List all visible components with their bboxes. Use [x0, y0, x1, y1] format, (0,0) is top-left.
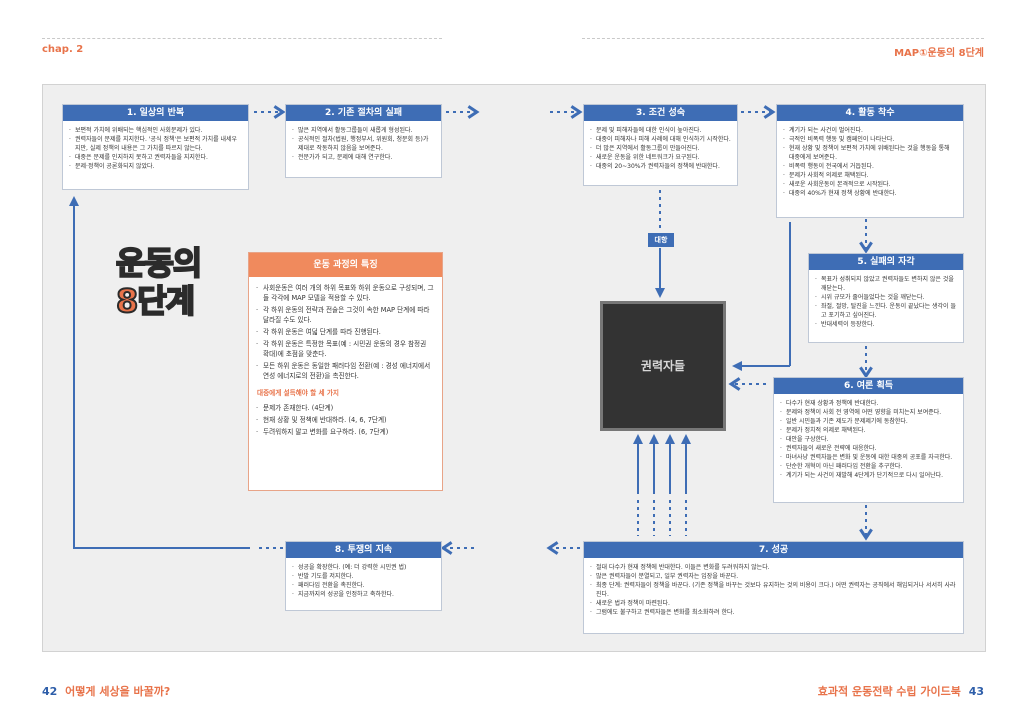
- stage-6-box: 6. 여론 획득 다수가 현재 상황과 정책에 반대한다.문제와 정책이 사회 …: [773, 377, 964, 503]
- stage-5-list: 목표가 성취되지 않았고 권력자들도 변하지 않은 것을 깨닫는다.시위 규모가…: [809, 270, 963, 333]
- features-sub-list: 문제가 존재한다. (4단계) 현재 상황 및 정책에 반대하라. (4, 6, …: [249, 397, 442, 437]
- list-item: 극적인 비폭력 행동 및 캠페인이 나타난다.: [783, 135, 957, 144]
- list-item: 그럼에도 불구하고 권력자들은 변화를 최소화하려 한다.: [590, 608, 957, 617]
- list-item: 많은 권력자들이 분열되고, 일부 권력자는 입장을 바꾼다.: [590, 572, 957, 581]
- list-item: 많은 지역에서 활동그룹들이 새롭게 형성된다.: [292, 126, 435, 135]
- list-item: 대안을 구상한다.: [780, 435, 957, 444]
- stage-5-box: 5. 실패의 자각 목표가 성취되지 않았고 권력자들도 변하지 않은 것을 깨…: [808, 253, 964, 343]
- main-title-line2: 8단계: [115, 281, 196, 321]
- stage-4-list: 계기가 되는 사건이 벌어진다.극적인 비폭력 행동 및 캠페인이 나타난다.현…: [777, 121, 963, 202]
- list-item: 성공을 확장한다. (예: 더 강력한 시민권 법): [292, 563, 435, 572]
- footer-right: 효과적 운동전략 수립 가이드북 43: [818, 683, 984, 699]
- list-item: 사회운동은 여러 개의 하위 목표와 하위 운동으로 구성되며, 그들 각각에 …: [256, 283, 434, 303]
- main-title: 운동의 8단계: [115, 243, 236, 321]
- stage-4-box: 4. 활동 착수 계기가 되는 사건이 벌어진다.극적인 비폭력 행동 및 캠페…: [776, 104, 964, 218]
- list-item: 보편적 가치에 위배되는 핵심적인 사회문제가 있다.: [69, 126, 242, 135]
- stage-2-title: 2. 기존 절차의 실패: [286, 105, 441, 121]
- stage-2-list: 많은 지역에서 활동그룹들이 새롭게 형성된다.공식적인 절차(법원, 행정부서…: [286, 121, 441, 166]
- list-item: 비폭력 행동이 전국에서 거듭된다.: [783, 162, 957, 171]
- stage-6-list: 다수가 현재 상황과 정책에 반대한다.문제와 정책이 사회 전 영역에 어떤 …: [774, 394, 963, 484]
- stage-4-title: 4. 활동 착수: [777, 105, 963, 121]
- confront-label: 대항: [648, 233, 674, 247]
- list-item: 새로운 사회운동이 본격적으로 시작된다.: [783, 180, 957, 189]
- list-item: 단순한 개혁이 아닌 패러다임 전환을 추구한다.: [780, 462, 957, 471]
- stage-8-list: 성공을 확장한다. (예: 더 강력한 시민권 법)반발 기도를 저지한다.패러…: [286, 558, 441, 603]
- chapter-label: chap. 2: [42, 44, 84, 55]
- list-item: 일반 시민들과 기존 제도가 문제제기에 동참한다.: [780, 417, 957, 426]
- list-item: 현재 상황 및 정책이 보편적 가치에 위배된다는 것을 행동을 통해 대중에게…: [783, 144, 957, 162]
- list-item: 대중이 피해자나 피해 사례에 대해 인식하기 시작한다.: [590, 135, 731, 144]
- list-item: 반발 기도를 저지한다.: [292, 572, 435, 581]
- list-item: 공식적인 절차(법원, 행정부서, 위원회, 청문회 등)가 제대로 작동하지 …: [292, 135, 435, 153]
- list-item: 문제와 정책이 사회 전 영역에 어떤 영향을 미치는지 보여준다.: [780, 408, 957, 417]
- stage-7-title: 7. 성공: [584, 542, 963, 558]
- list-item: 반대세력이 등장한다.: [815, 320, 957, 329]
- features-title: 운동 과정의 특징: [249, 253, 442, 277]
- list-item: 다수가 현재 상황과 정책에 반대한다.: [780, 399, 957, 408]
- page-number-right: 43: [968, 685, 984, 698]
- list-item: 계기가 되는 사건이 벌어진다.: [783, 126, 957, 135]
- list-item: 권력자들이 새로운 전략에 대응한다.: [780, 444, 957, 453]
- main-title-line1: 운동의: [115, 243, 203, 283]
- stage-3-box: 3. 조건 성숙 문제 및 피해자들에 대한 인식이 높아진다.대중이 피해자나…: [583, 104, 738, 186]
- section-label: MAP①운동의 8단계: [894, 48, 984, 59]
- stage-7-list: 절대 다수가 현재 정책에 반대한다. 이들은 변화를 두려워하지 않는다.많은…: [584, 558, 963, 621]
- list-item: 좌절, 절망, 탈진을 느낀다. 운동이 끝났다는 생각이 들고 포기하고 싶어…: [815, 302, 957, 320]
- stage-8-title: 8. 투쟁의 지속: [286, 542, 441, 558]
- features-subtitle: 대중에게 설득해야 할 세 가지: [257, 389, 339, 397]
- return-line: [69, 196, 250, 549]
- list-item: 문제가 정치적 의제로 채택된다.: [780, 426, 957, 435]
- book-title-left: 어떻게 세상을 바꿀까?: [65, 685, 171, 698]
- page-number-left: 42: [42, 685, 58, 698]
- list-item: 더 많은 지역에서 활동그룹이 만들어진다.: [590, 144, 731, 153]
- list-item: 대중의 40%가 현재 정책 상황에 반대한다.: [783, 189, 957, 198]
- stage-3-title: 3. 조건 성숙: [584, 105, 737, 121]
- list-item: 계기가 되는 사건이 재발해 4단계가 단기적으로 다시 일어난다.: [780, 471, 957, 480]
- list-item: 각 하위 운동의 전략과 전술은 그것이 속한 MAP 단계에 따라 달라질 수…: [256, 305, 434, 325]
- list-item: 권력자들이 문제를 지지한다. '공식 정책'은 보편적 가치를 내세우지만, …: [69, 135, 242, 153]
- list-item: 모든 하위 운동은 동일한 패러다임 전환(예 : 경성 에너지에서 연성 에너…: [256, 361, 434, 381]
- list-item: 두려워하지 말고 변화를 요구하라. (6, 7단계): [256, 427, 434, 437]
- book-title-right: 효과적 운동전략 수립 가이드북: [817, 685, 961, 698]
- list-item: 새로운 운동을 위한 네트워크가 요구된다.: [590, 153, 731, 162]
- stage-3-list: 문제 및 피해자들에 대한 인식이 높아진다.대중이 피해자나 피해 사례에 대…: [584, 121, 737, 175]
- features-box: 운동 과정의 특징 사회운동은 여러 개의 하위 목표와 하위 운동으로 구성되…: [248, 252, 443, 491]
- list-item: 문제가 사회적 의제로 채택된다.: [783, 171, 957, 180]
- list-item: 문제·정책이 공론화되지 않았다.: [69, 162, 242, 171]
- stage-1-list: 보편적 가치에 위배되는 핵심적인 사회문제가 있다.권력자들이 문제를 지지한…: [63, 121, 248, 175]
- list-item: 지금까지의 성공을 인정하고 축하한다.: [292, 590, 435, 599]
- header-rule-right: [582, 38, 984, 39]
- list-item: 현재 상황 및 정책에 반대하라. (4, 6, 7단계): [256, 415, 434, 425]
- list-item: 대중의 20~30%가 권력자들의 정책에 반대한다.: [590, 162, 731, 171]
- list-item: 문제 및 피해자들에 대한 인식이 높아진다.: [590, 126, 731, 135]
- stage-5-title: 5. 실패의 자각: [809, 254, 963, 270]
- stage-7-box: 7. 성공 절대 다수가 현재 정책에 반대한다. 이들은 변화를 두려워하지 …: [583, 541, 964, 634]
- list-item: 새로운 법과 정책이 마련된다.: [590, 599, 957, 608]
- list-item: 절대 다수가 현재 정책에 반대한다. 이들은 변화를 두려워하지 않는다.: [590, 563, 957, 572]
- list-item: 시위 규모가 줄어들었다는 것을 깨닫는다.: [815, 293, 957, 302]
- stage-1-title: 1. 일상의 반복: [63, 105, 248, 121]
- list-item: 마녀사냥 권력자들은 변화 및 운동에 대한 대중의 공포를 자극한다.: [780, 453, 957, 462]
- list-item: 각 하위 운동은 특정한 목표(예 : 시민권 운동의 경우 참정권 확대)에 …: [256, 339, 434, 359]
- footer-left: 42 어떻게 세상을 바꿀까?: [42, 683, 170, 699]
- list-item: 각 하위 운동은 여덟 단계를 따라 진행된다.: [256, 327, 434, 337]
- stage-8-box: 8. 투쟁의 지속 성공을 확장한다. (예: 더 강력한 시민권 법)반발 기…: [285, 541, 442, 611]
- stage-6-title: 6. 여론 획득: [774, 378, 963, 394]
- list-item: 문제가 존재한다. (4단계): [256, 403, 434, 413]
- list-item: 최종 단계: 권력자들이 정책을 바꾼다. (기존 정책을 바꾸는 것보다 유지…: [590, 581, 957, 599]
- header-rule-left: [42, 38, 442, 39]
- list-item: 목표가 성취되지 않았고 권력자들도 변하지 않은 것을 깨닫는다.: [815, 275, 957, 293]
- power-holders-box: 권력자들: [600, 301, 726, 431]
- features-list: 사회운동은 여러 개의 하위 목표와 하위 운동으로 구성되며, 그들 각각에 …: [249, 277, 442, 381]
- list-item: 대중은 문제를 인지하지 못하고 권력자들을 지지한다.: [69, 153, 242, 162]
- stage-1-box: 1. 일상의 반복 보편적 가치에 위배되는 핵심적인 사회문제가 있다.권력자…: [62, 104, 249, 190]
- list-item: 전문가가 되고, 문제에 대해 연구한다.: [292, 153, 435, 162]
- list-item: 패러다임 전환을 촉진한다.: [292, 581, 435, 590]
- stage-2-box: 2. 기존 절차의 실패 많은 지역에서 활동그룹들이 새롭게 형성된다.공식적…: [285, 104, 442, 178]
